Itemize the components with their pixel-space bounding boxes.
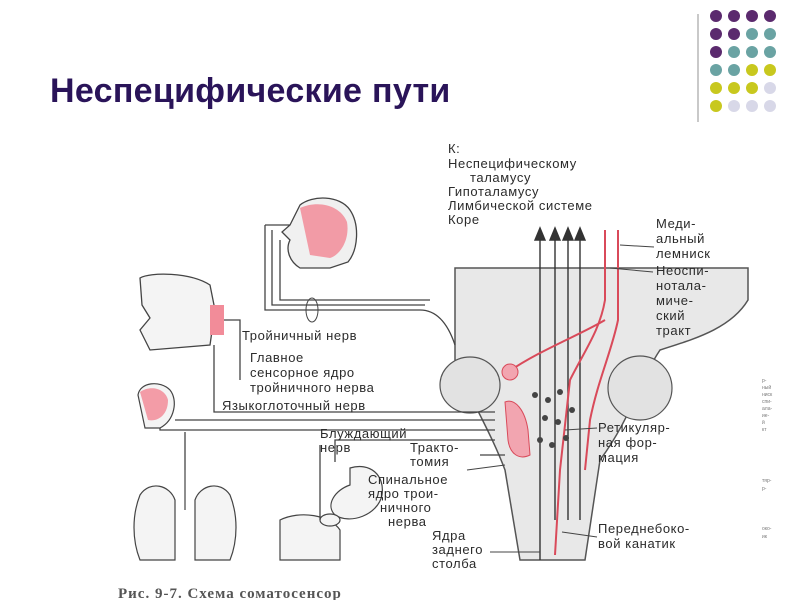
reticular-formation	[532, 389, 575, 448]
label-k: К:	[448, 141, 460, 156]
label-limbic: Лимбической системе	[448, 198, 593, 213]
decor-dot	[746, 100, 758, 112]
decor-dot	[710, 28, 722, 40]
ear-figure	[137, 383, 175, 429]
label-dorsal-2: заднего	[432, 542, 483, 557]
lungs-figure	[133, 470, 237, 561]
label-antero-1: Переднебоко-	[598, 521, 690, 536]
side-fragment: ик	[762, 534, 768, 540]
label-medial-2: альный	[656, 231, 705, 246]
label-dorsal-1: Ядра	[432, 528, 466, 543]
label-reticular-1: Ретикуляр-	[598, 420, 670, 435]
label-nonspecific-1: Неспецифическому	[448, 156, 577, 171]
label-cortex: Коре	[448, 212, 480, 227]
label-medial-1: Меди-	[656, 216, 696, 231]
decorative-dot-grid	[710, 10, 798, 130]
decor-dot	[728, 10, 740, 22]
side-fragment: ниск	[762, 392, 773, 398]
pink-spinal-trigeminal-nucleus	[504, 400, 531, 458]
label-spinal-3: ничного	[380, 500, 432, 515]
face-profile-figure	[139, 273, 224, 351]
decor-dot	[728, 64, 740, 76]
side-fragment: ие-	[762, 413, 770, 419]
side-fragment: ала-	[762, 406, 772, 412]
label-glosso: Языкоглоточный нерв	[222, 398, 366, 413]
label-neo-5: тракт	[656, 323, 691, 338]
label-vagus-2: нерв	[320, 440, 351, 455]
decor-dot	[710, 82, 722, 94]
label-main-1: Главное	[250, 350, 304, 365]
decor-dot	[746, 64, 758, 76]
side-fragment: ный	[762, 384, 771, 391]
label-tract-2: томия	[410, 454, 449, 469]
digestive-figure	[279, 466, 383, 561]
label-reticular-2: ная фор-	[598, 435, 657, 450]
decor-dot	[710, 46, 722, 58]
decor-dot	[710, 64, 722, 76]
ascending-pathways	[533, 226, 587, 560]
pink-nucleus-dorsal	[501, 363, 519, 381]
side-fragment: око-	[762, 526, 772, 532]
label-main-2: сенсорное ядро	[250, 365, 355, 380]
title-divider	[697, 14, 699, 122]
decor-dot	[728, 28, 740, 40]
decor-dot	[728, 100, 740, 112]
side-fragment: спи-	[762, 399, 772, 405]
decor-dot	[764, 28, 776, 40]
pons-bulge	[439, 356, 501, 414]
decor-dot	[764, 100, 776, 112]
decor-dot	[746, 10, 758, 22]
label-vagus-1: Блуждающий	[320, 426, 407, 441]
label-medial-3: лемниск	[656, 246, 711, 261]
decor-dot	[746, 28, 758, 40]
label-spinal-4: нерва	[388, 514, 427, 529]
decor-dot	[764, 46, 776, 58]
side-fragment: й	[762, 419, 765, 426]
side-text-fragments: р- ный ниск спи- ала- ие- й кт тяр- р- о…	[762, 378, 773, 540]
label-trigeminal: Тройничный нерв	[242, 328, 357, 343]
label-tract-1: Тракто-	[410, 440, 459, 455]
label-pointer-lines	[466, 244, 655, 553]
side-fragment: р-	[762, 378, 767, 384]
label-neo-2: нотала-	[656, 278, 707, 293]
decor-dot	[764, 64, 776, 76]
head-figure	[281, 197, 358, 269]
decor-dot	[710, 10, 722, 22]
label-neo-1: Неоспи-	[656, 263, 709, 278]
cerebellar-bulge	[607, 355, 673, 421]
decor-dot	[746, 46, 758, 58]
decor-dot	[728, 82, 740, 94]
nerve-lines	[159, 224, 505, 520]
red-pathways	[507, 230, 619, 556]
side-fragment: кт	[762, 427, 767, 433]
decor-dot	[728, 46, 740, 58]
label-spinal-1: Спинальное	[368, 472, 448, 487]
side-fragment: тяр-	[762, 478, 772, 484]
figure-caption: Рис. 9-7. Схема соматосенсор	[118, 586, 342, 600]
label-spinal-2: ядро трои-	[368, 486, 439, 501]
label-antero-2: вой канатик	[598, 536, 676, 551]
label-nonspecific-2: таламусу	[470, 170, 531, 185]
nerve-loop-marker	[305, 297, 319, 323]
label-dorsal-3: столба	[432, 556, 477, 571]
label-hypothalamus: Гипоталамусу	[448, 184, 539, 199]
somatosensory-pathway-diagram: К: Неспецифическому таламусу Гипоталамус…	[118, 141, 773, 600]
decor-dot	[746, 82, 758, 94]
side-fragment: р-	[762, 486, 767, 492]
decor-dot	[710, 100, 722, 112]
label-main-3: тройничного нерва	[250, 380, 375, 395]
label-reticular-3: мация	[598, 450, 639, 465]
decor-dot	[764, 10, 776, 22]
decor-dot	[764, 82, 776, 94]
slide-title: Неспецифические пути	[50, 72, 451, 110]
label-neo-4: ский	[656, 308, 685, 323]
label-neo-3: миче-	[656, 293, 694, 308]
